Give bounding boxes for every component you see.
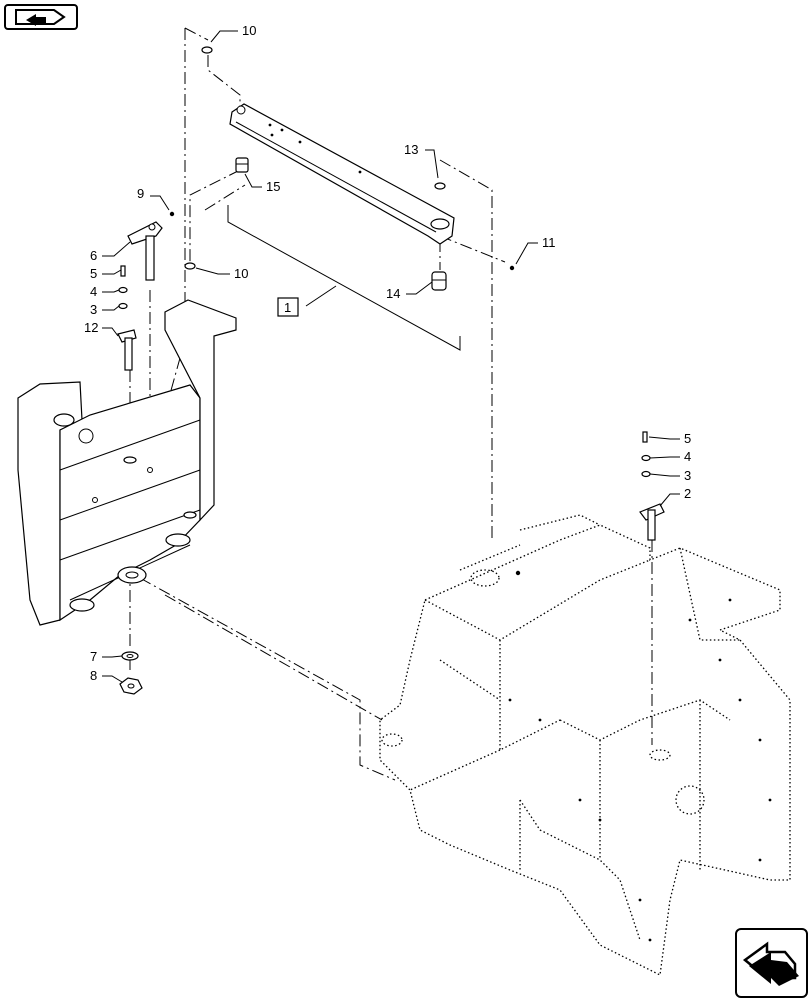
callout-1: 1: [284, 300, 291, 315]
callout-5-right: 5: [684, 431, 691, 446]
right-pin-stack: [639, 431, 665, 541]
callout-13: 13: [404, 142, 418, 157]
right-body: [379, 514, 791, 976]
callout-labels: 10 13 15 9 6 5 4 3 12 10 11 14 1 5 4 3 2…: [84, 23, 691, 683]
callout-1-box: [277, 297, 299, 317]
callout-10-top: 10: [242, 23, 256, 38]
callout-12: 12: [84, 320, 98, 335]
previous-page-icon: [15, 9, 66, 26]
callout-14: 14: [386, 286, 400, 301]
callout-1-bracket: [227, 205, 461, 351]
bottom-hardware: [119, 651, 143, 695]
callout-11: 11: [542, 235, 556, 250]
callout-4-left: 4: [90, 284, 97, 299]
next-page-button[interactable]: [735, 928, 808, 998]
next-page-icon: [742, 941, 799, 986]
callout-9: 9: [137, 186, 144, 201]
link-arm: [229, 103, 455, 245]
leader-lines: [102, 30, 680, 683]
left-frame: [17, 299, 237, 626]
fittings: [169, 46, 515, 291]
callout-15: 15: [266, 179, 280, 194]
callout-6: 6: [90, 248, 97, 263]
previous-page-button[interactable]: [4, 4, 78, 30]
callout-3-right: 3: [684, 468, 691, 483]
callout-4-right: 4: [684, 449, 691, 464]
callout-5-left: 5: [90, 266, 97, 281]
left-pin-stack: [117, 221, 163, 371]
callout-8: 8: [90, 668, 97, 683]
callout-3-left: 3: [90, 302, 97, 317]
callout-10-mid: 10: [234, 266, 248, 281]
callout-2: 2: [684, 486, 691, 501]
callout-7: 7: [90, 649, 97, 664]
